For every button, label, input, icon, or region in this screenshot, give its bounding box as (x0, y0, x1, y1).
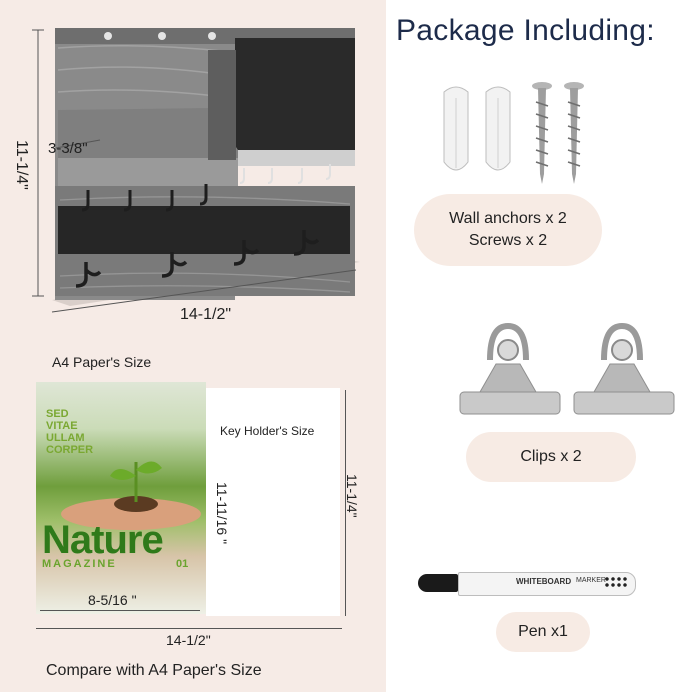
magazine-title: Nature (42, 518, 164, 562)
pen-brand-label: WHITEBOARD (516, 577, 572, 586)
a4-width-label: 8-5/16 " (88, 592, 137, 608)
key-holder-illustration (32, 28, 360, 313)
magazine-line-1: SED (46, 408, 69, 420)
clips-pill: Clips x 2 (466, 432, 636, 482)
kh-width-line (36, 628, 342, 629)
screws-label: Screws x 2 (468, 232, 548, 249)
clips-image (459, 322, 675, 415)
pen-marker-label: MARKER (576, 577, 606, 584)
magazine-line-3: ULLAM (46, 432, 85, 444)
a4-size-label: A4 Paper's Size (52, 354, 152, 370)
height-dimension-label: 11-1/4" (13, 140, 30, 190)
pen-pill: Pen x1 (496, 612, 590, 652)
magazine-number: 01 (176, 558, 189, 570)
magazine-subtitle: MAGAZINE (42, 558, 117, 570)
a4-width-line (40, 610, 200, 611)
magazine-cover: SED VITAE ULLAM CORPER Nature MAGAZINE 0… (36, 382, 206, 614)
a4-height-label: 11-11/16 " (214, 482, 230, 545)
clips-label: Clips x 2 (520, 448, 582, 465)
magazine-line-4: CORPER (46, 444, 94, 456)
package-title: Package Including: (396, 14, 655, 47)
width-dimension-label: 14-1/2" (180, 306, 232, 323)
key-holder-size-rect (206, 388, 340, 616)
depth-dimension-label: 3-3/8" (48, 140, 88, 157)
magazine-line-2: VITAE (46, 420, 78, 432)
anchors-screws-image (443, 82, 584, 184)
kh-height-label: 11-1/4" (344, 474, 360, 518)
kh-width-label: 14-1/2" (166, 632, 211, 648)
pen-image: WHITEBOARD MARKER (418, 568, 636, 598)
key-holder-size-label: Key Holder's Size (220, 424, 315, 438)
seedling-hands-image (61, 461, 201, 530)
kh-height-line (345, 390, 346, 616)
compare-caption: Compare with A4 Paper's Size (46, 662, 262, 679)
anchors-screws-pill: Wall anchors x 2 Screws x 2 (414, 194, 602, 266)
anchors-label: Wall anchors x 2 (449, 210, 567, 227)
pen-label: Pen x1 (518, 623, 568, 640)
